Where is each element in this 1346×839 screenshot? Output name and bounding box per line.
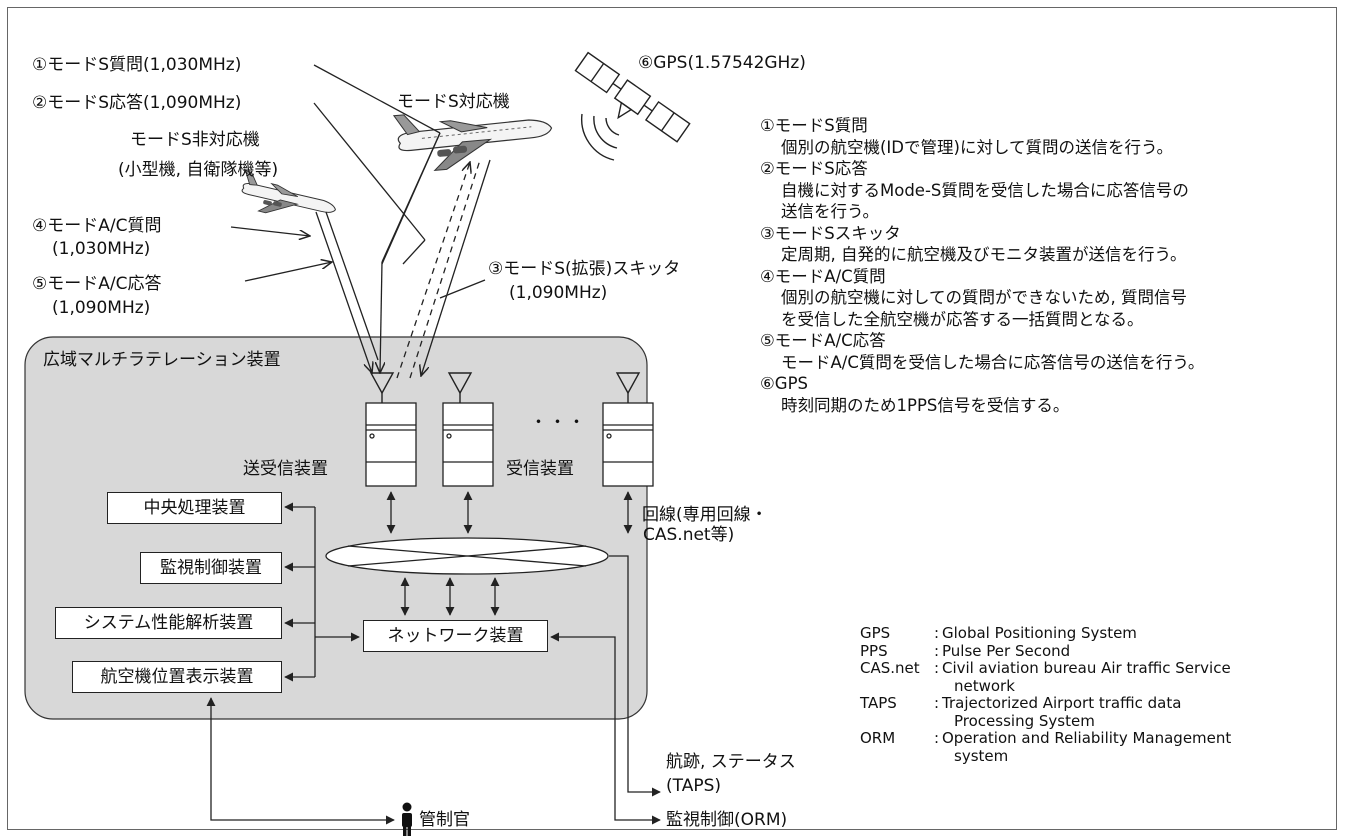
central-processing-box: 中央処理装置 — [107, 492, 282, 524]
performance-analysis-box: システム性能解析装置 — [55, 607, 282, 639]
legend-abbreviation: CAS.net — [860, 660, 920, 677]
taps-label: (TAPS) — [666, 776, 721, 797]
explanation-title: ⑤モードA/C応答 — [760, 330, 886, 352]
legend-separator: : — [934, 643, 939, 660]
explanation-text: 送信を行う。 — [781, 201, 879, 223]
gps-signal-waves — [582, 114, 619, 160]
explanation-text: 個別の航空機に対しての質問ができないため, 質問信号 — [781, 287, 1187, 309]
mode-ac-reply-label: ⑤モードA/C応答 — [32, 274, 161, 295]
explanation-title: ②モードS応答 — [760, 158, 868, 180]
explanation-text: 定周期, 自発的に航空機及びモニタ装置が送信を行う。 — [781, 244, 1187, 266]
legend-separator: : — [934, 730, 939, 747]
legend-description: Civil aviation bureau Air traffic Servic… — [942, 660, 1231, 677]
non-mode-s-aircraft-label: モードS非対応機 — [130, 130, 260, 151]
equipment-cabinet-icon — [603, 403, 653, 486]
equipment-cabinet-icon — [443, 403, 493, 486]
legend-abbreviation: TAPS — [860, 695, 897, 712]
gps-label: ⑥GPS(1.57542GHz) — [638, 53, 806, 74]
legend-description: system — [954, 748, 1008, 765]
explanation-title: ①モードS質問 — [760, 115, 868, 137]
explanation-text: 個別の航空機(IDで管理)に対して質問の送信を行う。 — [781, 137, 1173, 159]
system-title: 広域マルチラテレーション装置 — [43, 350, 281, 371]
track-status-label: 航跡, ステータス — [666, 752, 796, 773]
mode-s-interrogation-label: ①モードS質問(1,030MHz) — [32, 55, 241, 76]
mode-ac-reply-freq: (1,090MHz) — [52, 298, 150, 319]
legend-abbreviation: PPS — [860, 643, 888, 660]
network-cloud-icon — [326, 538, 608, 574]
explanation-title: ③モードSスキッタ — [760, 223, 901, 245]
receiver-label: 受信装置 — [506, 459, 574, 480]
squitter-label: ③モードS(拡張)スキッタ — [488, 259, 680, 280]
explanation-text: モードA/C質問を受信した場合に応答信号の送信を行う。 — [781, 352, 1204, 374]
orm-label: 監視制御(ORM) — [666, 810, 787, 831]
explanation-text: を受信した全航空機が応答する一括質問となる。 — [781, 309, 1144, 331]
line-label: 回線(専用回線・ — [642, 505, 768, 526]
legend-description: network — [954, 678, 1015, 695]
legend-abbreviation: GPS — [860, 625, 890, 642]
ellipsis-label: ・・・ — [530, 413, 587, 434]
legend-description: Global Positioning System — [942, 625, 1137, 642]
squitter-freq: (1,090MHz) — [509, 283, 607, 304]
legend-description: Operation and Reliability Management — [942, 730, 1231, 747]
legend-separator: : — [934, 625, 939, 642]
network-device-box: ネットワーク装置 — [363, 620, 548, 652]
line-label-sub: CAS.net等) — [643, 525, 734, 546]
legend-abbreviation: ORM — [860, 730, 895, 747]
mode-s-aircraft-label: モードS対応機 — [397, 92, 510, 113]
legend-description: Pulse Per Second — [942, 643, 1070, 660]
explanation-text: 時刻同期のため1PPS信号を受信する。 — [781, 395, 1069, 417]
mode-s-reply-label: ②モードS応答(1,090MHz) — [32, 93, 241, 114]
aircraft-position-display-box: 航空機位置表示装置 — [72, 661, 282, 693]
explanation-title: ⑥GPS — [760, 373, 808, 395]
legend-description: Processing System — [954, 713, 1095, 730]
transceiver-label: 送受信装置 — [243, 459, 328, 480]
equipment-cabinet-icon — [366, 403, 416, 486]
monitoring-control-box: 監視制御装置 — [140, 552, 282, 584]
explanation-title: ④モードA/C質問 — [760, 266, 886, 288]
explanation-text: 自機に対するMode-S質問を受信した場合に応答信号の — [781, 180, 1189, 202]
mode-ac-interrogation-label: ④モードA/C質問 — [32, 216, 161, 237]
legend-separator: : — [934, 660, 939, 677]
non-mode-s-aircraft-note: (小型機, 自衛隊機等) — [118, 160, 278, 181]
controller-label: 管制官 — [419, 810, 470, 831]
mode-ac-interrogation-freq: (1,030MHz) — [52, 239, 150, 260]
person-icon — [402, 803, 412, 837]
legend-description: Trajectorized Airport traffic data — [942, 695, 1181, 712]
legend-separator: : — [934, 695, 939, 712]
